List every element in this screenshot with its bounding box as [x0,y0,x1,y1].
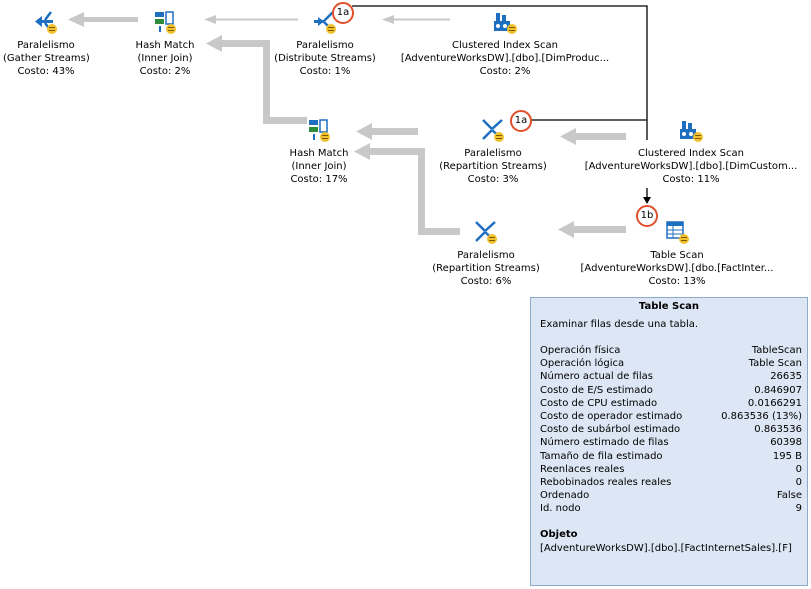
node-sublabel: [AdventureWorksDW].[dbo].[DimCustom... [584,161,798,172]
hash-match-icon [155,11,176,34]
property-label: Costo de subárbol estimado [540,424,681,436]
node-cost: Costo: 2% [479,66,531,77]
node-label: Paralelismo [464,148,522,159]
property-label: Operación física [540,345,621,356]
node-sublabel: (Gather Streams) [3,53,90,64]
node-sublabel: (Repartition Streams) [439,161,547,172]
property-label: Operación lógica [540,358,625,370]
property-label: Reenlaces reales [540,463,625,475]
tooltip-row: Tamaño de fila estimado 195 B [540,450,802,463]
tooltip-row: Ordenado False [540,489,802,502]
table-scan-icon [666,221,689,244]
property-value: False [776,490,802,502]
node-label: Clustered Index Scan [452,40,558,51]
property-label: Ordenado [540,490,590,502]
clustered-index-scan-icon [680,121,703,142]
property-value: 26635 [770,371,802,383]
property-value: Table Scan [748,358,802,370]
node-label: Paralelismo [457,250,515,261]
node-parallelism-repartition-1[interactable]: Paralelismo (Repartition Streams) Costo:… [433,117,553,186]
property-value: 0.846907 [754,384,802,396]
node-label: Paralelismo [17,40,75,51]
node-cost: Costo: 43% [17,66,75,77]
clustered-index-scan-icon [494,13,517,34]
tooltip-row: Reenlaces reales 0 [540,463,802,476]
tooltip-row: Costo de operador estimado 0.863536 (13%) [540,410,802,423]
property-label: Rebobinados reales reales [540,477,672,489]
tooltip-object-value: [AdventureWorksDW].[dbo].[FactInternetSa… [540,543,792,554]
property-label: Costo de E/S estimado [540,384,653,396]
property-label: Costo de operador estimado [540,411,683,423]
property-value: 60398 [770,437,802,449]
property-label: Número estimado de filas [540,437,669,449]
node-label: Hash Match [289,148,349,159]
property-value: 0.863536 (13%) [721,411,802,423]
property-value: 0.0166291 [747,397,802,409]
node-cost: Costo: 11% [662,174,720,185]
node-parallelism-gather[interactable]: Paralelismo (Gather Streams) Costo: 43% [3,9,90,78]
node-cost: Costo: 6% [460,276,512,287]
parallelism-repartition-icon [482,119,504,142]
tooltip-properties: Operación física TableScan Operación lógi… [540,344,802,516]
property-label: Tamaño de fila estimado [540,450,663,462]
node-sublabel: [AdventureWorksDW].[dbo].[DimProduc... [400,53,610,64]
property-value: 195 B [772,450,802,462]
node-cost: Costo: 17% [290,174,348,185]
tooltip-row: Operación lógica Table Scan [540,357,802,370]
tooltip-object-heading: Objeto [540,529,578,540]
node-sublabel: (Repartition Streams) [432,263,540,274]
property-label: Número actual de filas [540,371,653,383]
node-label: Clustered Index Scan [638,148,744,159]
property-label: Costo de CPU estimado [540,397,658,409]
operator-tooltip: Table Scan Examinar filas desde una tabl… [530,297,808,586]
node-sublabel: [AdventureWorksDW].[dbo.[FactInter... [580,263,774,274]
node-parallelism-repartition-2[interactable]: Paralelismo (Repartition Streams) Costo:… [426,219,546,288]
node-clustered-index-scan-customer[interactable]: Clustered Index Scan [AdventureWorksDW].… [573,117,809,186]
parallelism-repartition-icon [475,221,497,244]
node-table-scan[interactable]: Table Scan [AdventureWorksDW].[dbo.[Fact… [569,219,785,288]
tooltip-row: Número estimado de filas 60398 [540,436,802,449]
node-label: Hash Match [135,40,195,51]
hash-match-icon [309,119,330,142]
tooltip-description: Examinar filas desde una tabla. [540,319,699,330]
node-cost: Costo: 13% [648,276,706,287]
node-cost: Costo: 2% [139,66,191,77]
property-value: 0.863536 [754,424,802,436]
node-sublabel: (Distribute Streams) [274,53,376,64]
tooltip-row: Operación física TableScan [540,344,802,357]
tooltip-title: Table Scan [638,301,700,312]
node-label: Table Scan [650,250,704,261]
property-value: 0 [795,477,802,489]
callout-badge-1a-repartition: 1a [510,110,532,132]
node-hash-match-top[interactable]: Hash Match (Inner Join) Costo: 2% [122,9,208,78]
property-label: Id. nodo [540,503,581,515]
property-value: 9 [795,503,802,515]
node-label: Paralelismo [296,40,354,51]
tooltip-row: Costo de CPU estimado 0.0166291 [540,397,802,410]
callout-badge-1b-tablescan: 1b [636,205,658,227]
tooltip-row: Rebobinados reales reales 0 [540,476,802,489]
property-value: TableScan [751,345,802,356]
node-sublabel: (Inner Join) [137,53,193,64]
node-cost: Costo: 1% [299,66,351,77]
parallelism-gather-icon [35,11,57,34]
parallelism-distribute-icon [314,11,336,34]
node-hash-match-mid[interactable]: Hash Match (Inner Join) Costo: 17% [276,117,362,186]
node-sublabel: (Inner Join) [291,161,347,172]
node-clustered-index-scan-product[interactable]: Clustered Index Scan [AdventureWorksDW].… [390,9,620,78]
tooltip-row: Número actual de filas 26635 [540,370,802,383]
tooltip-row: Id. nodo 9 [540,502,802,515]
node-cost: Costo: 3% [467,174,519,185]
tooltip-row: Costo de E/S estimado 0.846907 [540,384,802,397]
tooltip-row: Costo de subárbol estimado 0.863536 [540,423,802,436]
callout-badge-1a-distribute: 1a [332,2,354,24]
node-parallelism-distribute[interactable]: Paralelismo (Distribute Streams) Costo: … [265,9,385,78]
property-value: 0 [795,463,802,475]
